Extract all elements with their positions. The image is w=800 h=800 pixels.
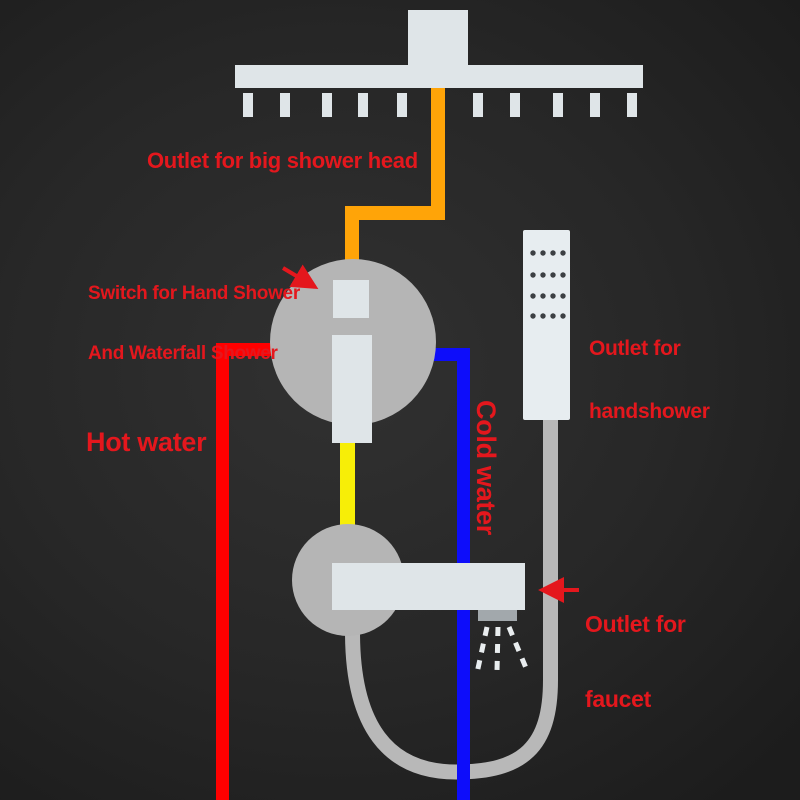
label-handshower-outlet-line1: Outlet for: [589, 337, 681, 360]
hot-water-pipe: [216, 343, 280, 800]
hand-shower-body: [523, 230, 570, 420]
handshower-hose: [345, 412, 558, 780]
label-handshower-outlet: Outlet for handshower: [589, 296, 710, 464]
shower-head-feed-pipe: [345, 86, 445, 266]
label-diverter-switch-line2: And Waterfall Shower: [88, 343, 278, 364]
shower-head-bar: [235, 65, 643, 88]
faucet-water-spray: [474, 626, 529, 674]
diverter-handle: [332, 335, 372, 443]
hand-shower-nozzle-dots: [530, 250, 566, 319]
cold-water-pipe: [434, 348, 470, 800]
label-diverter-switch-line1: Switch for Hand Shower: [88, 283, 300, 304]
label-diverter-switch: Switch for Hand Shower And Waterfall Sho…: [88, 244, 300, 404]
shower-head-stem: [408, 10, 468, 68]
big-shower-head: [235, 10, 643, 117]
faucet-spout: [332, 563, 525, 610]
label-hot-water: Hot water: [86, 427, 207, 457]
label-cold-water: Cold water: [471, 400, 502, 536]
label-handshower-outlet-line2: handshower: [589, 400, 710, 423]
faucet-aerator: [478, 610, 517, 621]
diverter-valve: [270, 259, 436, 443]
shower-head-nozzles: [243, 93, 637, 117]
faucet: [292, 524, 529, 674]
label-faucet-outlet-line1: Outlet for: [585, 611, 686, 637]
label-faucet-outlet: Outlet for faucet: [585, 562, 686, 762]
label-faucet-outlet-line2: faucet: [585, 686, 651, 712]
diverter-switch-button: [333, 280, 369, 318]
hand-shower: [523, 230, 570, 420]
switch-pointer-arrow-icon: [281, 264, 319, 289]
label-big-shower-outlet: Outlet for big shower head: [147, 148, 418, 173]
